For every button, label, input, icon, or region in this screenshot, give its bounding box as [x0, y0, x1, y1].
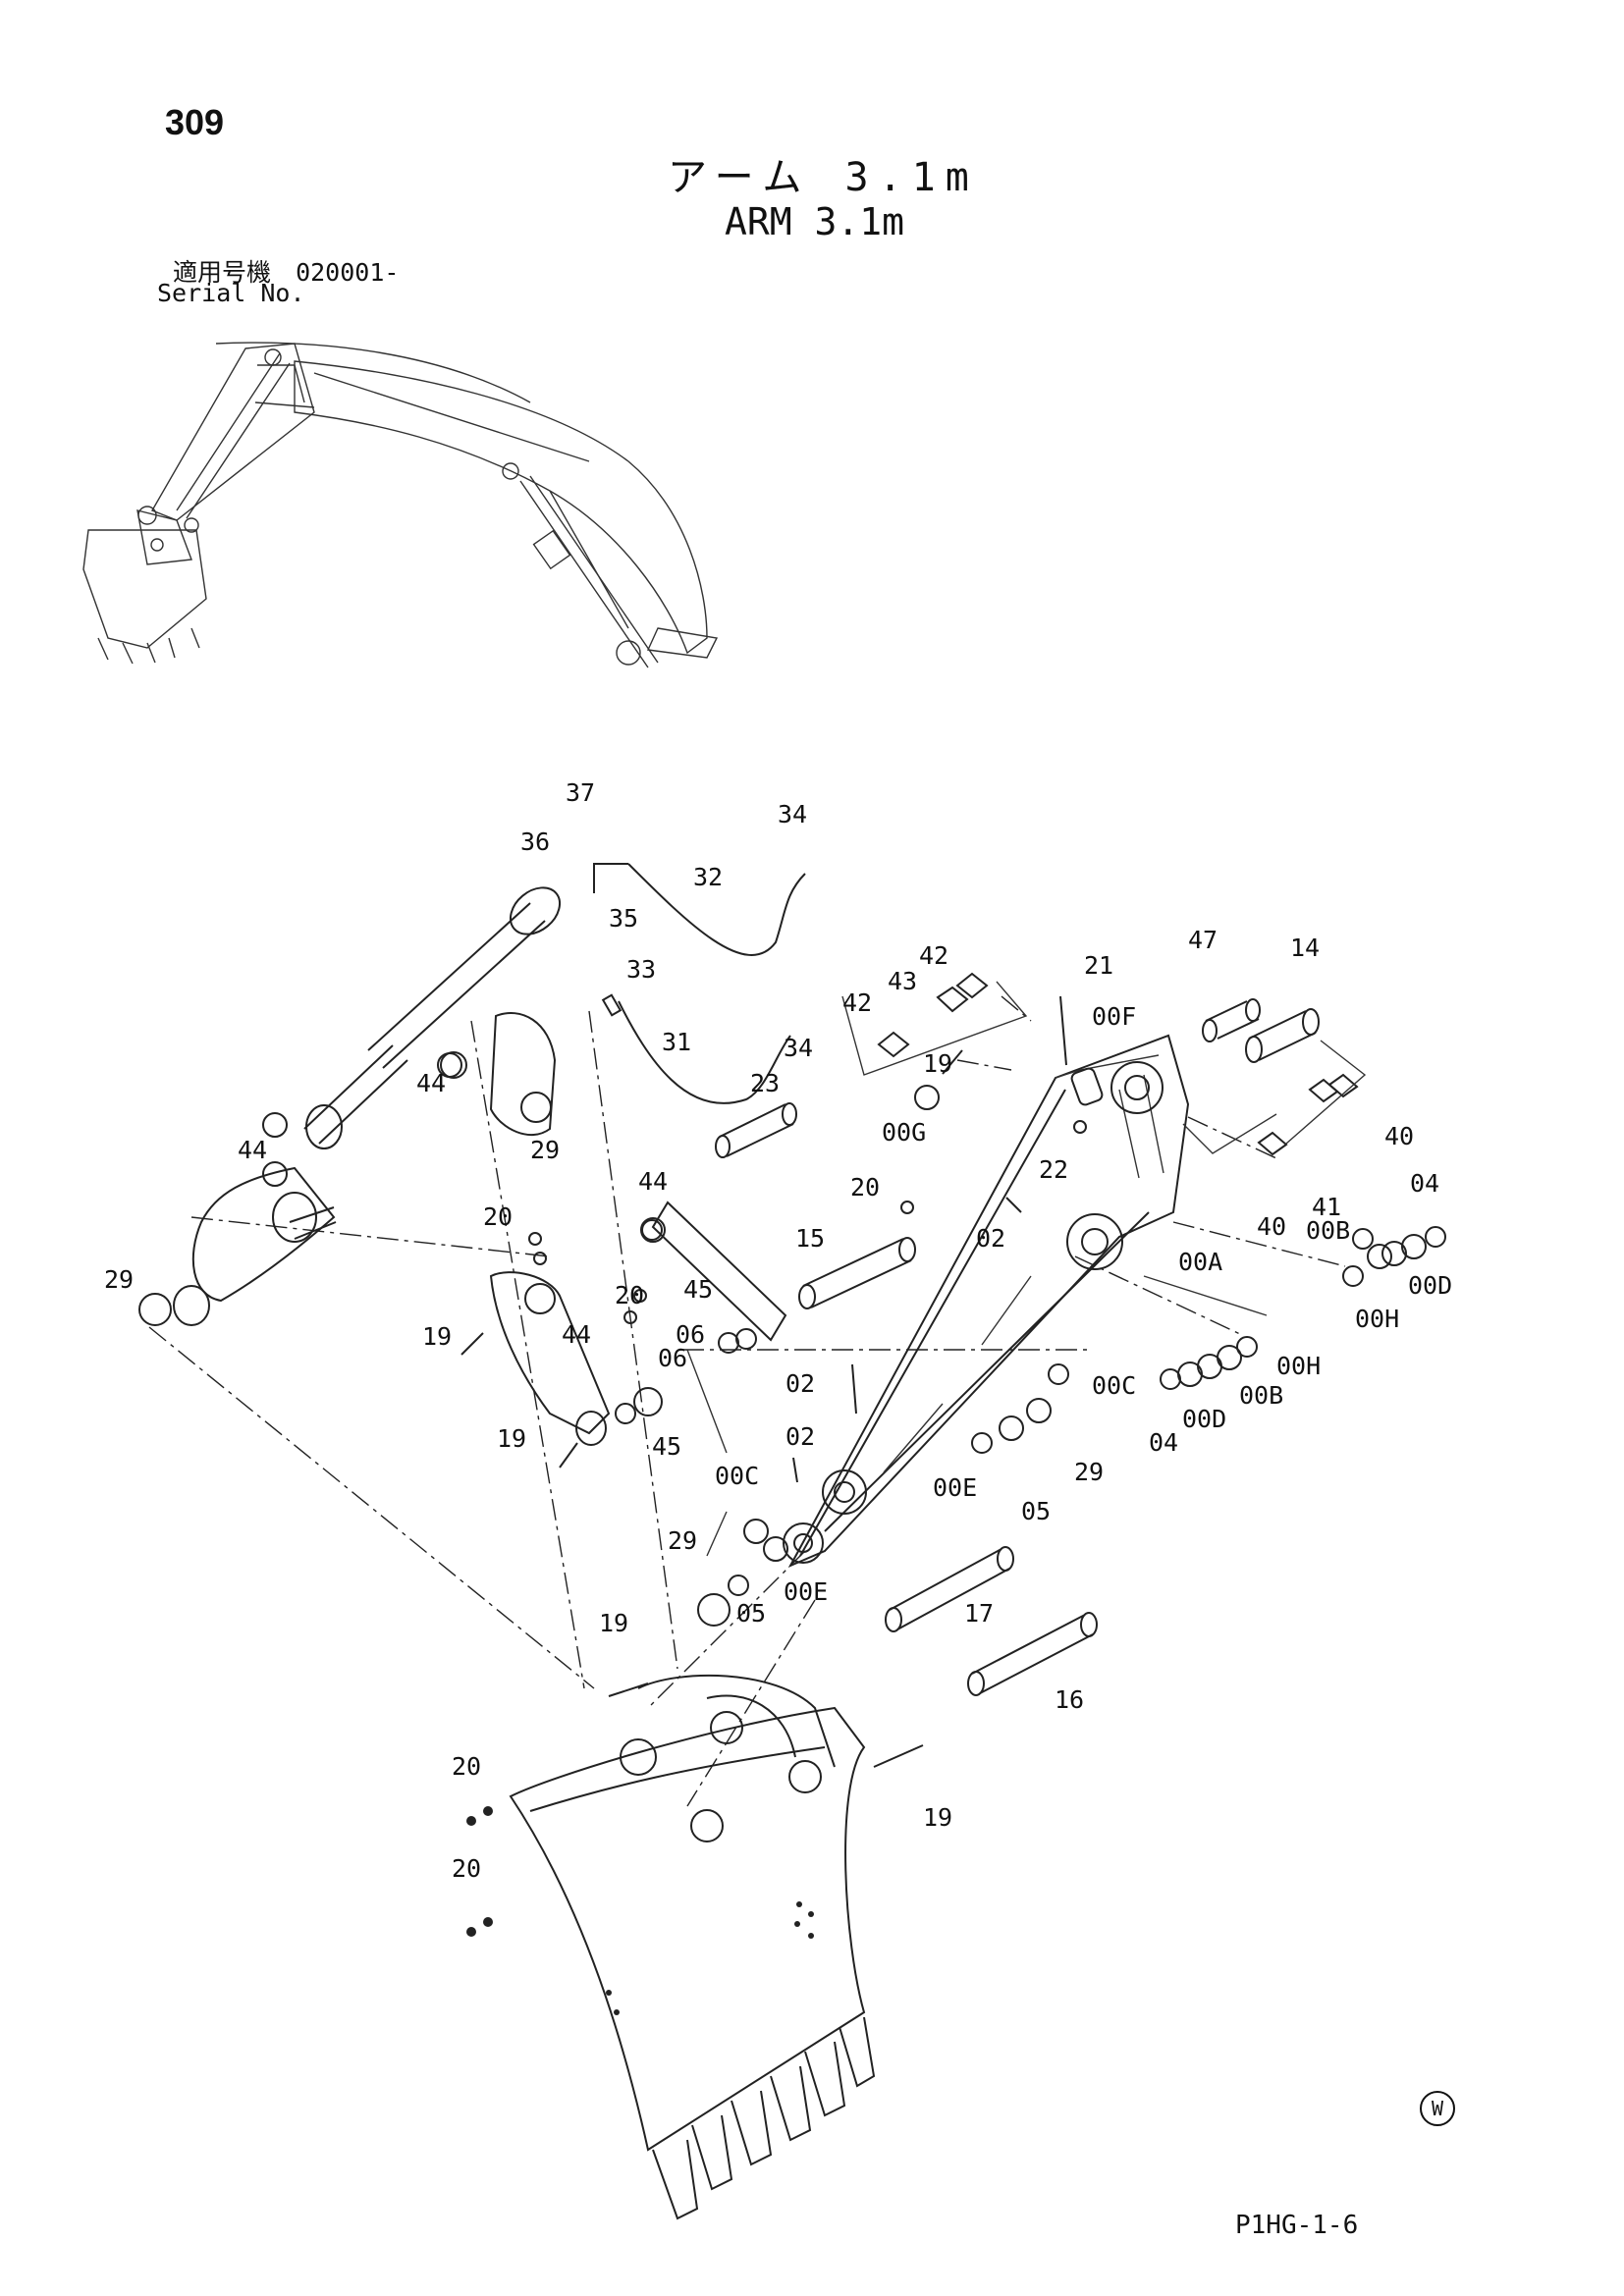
part-callout: 20	[615, 1281, 644, 1309]
part-callout: 29	[1074, 1458, 1104, 1486]
part-callout: 32	[693, 863, 723, 891]
title-english: ARM 3.1m	[725, 200, 905, 243]
part-callout: 00G	[882, 1118, 926, 1147]
part-callout: 05	[1021, 1497, 1051, 1525]
drawing-code: P1HG-1-6	[1235, 2211, 1359, 2240]
part-callout: 06	[658, 1344, 687, 1372]
part-callout: 00H	[1355, 1305, 1399, 1333]
title-japanese: アーム 3.1m	[668, 155, 979, 200]
part-callout: 00C	[715, 1462, 759, 1490]
part-callout: 20	[452, 1854, 481, 1883]
part-callout: 19	[923, 1049, 952, 1078]
watermark-circle: W	[1420, 2091, 1455, 2126]
part-callout: 41	[1312, 1193, 1341, 1221]
part-callout: 00B	[1306, 1216, 1350, 1245]
overview-machine-drawing	[82, 342, 719, 668]
part-callout: 00A	[1178, 1248, 1222, 1276]
part-callout: 42	[842, 988, 872, 1017]
part-callout: 19	[422, 1322, 452, 1351]
part-callout: 43	[888, 967, 917, 995]
part-callout: 44	[416, 1069, 446, 1097]
part-callout: 34	[778, 800, 807, 828]
part-callout: 00D	[1182, 1405, 1226, 1433]
part-callout: 44	[238, 1136, 267, 1164]
part-callout: 17	[964, 1599, 994, 1628]
part-callout: 29	[668, 1526, 697, 1555]
part-callout: 20	[452, 1752, 481, 1781]
serial-label-en: Serial No.	[157, 279, 305, 307]
part-callout: 19	[599, 1609, 628, 1637]
part-callout: 00E	[933, 1473, 977, 1502]
part-callout: 34	[784, 1034, 813, 1062]
part-callout: 00D	[1408, 1271, 1452, 1300]
part-callout: 40	[1257, 1212, 1286, 1241]
part-callout: 45	[652, 1432, 681, 1461]
part-callout: 15	[795, 1224, 825, 1253]
part-callout: 00B	[1239, 1381, 1283, 1410]
part-callout: 20	[850, 1173, 880, 1201]
part-callout: 04	[1410, 1169, 1439, 1198]
part-callout: 19	[923, 1803, 952, 1832]
part-callout: 29	[530, 1136, 560, 1164]
part-callout: 06	[676, 1320, 705, 1349]
part-callout: 44	[562, 1320, 591, 1349]
part-callout: 16	[1055, 1685, 1084, 1714]
part-callout: 14	[1290, 934, 1320, 962]
part-callout: 40	[1384, 1122, 1414, 1150]
part-callout: 05	[736, 1599, 766, 1628]
part-callout: 29	[104, 1265, 134, 1294]
part-callout: 02	[976, 1224, 1005, 1253]
part-callout: 37	[566, 778, 595, 807]
part-callout: 42	[919, 941, 948, 970]
part-callout: 19	[497, 1424, 526, 1453]
part-callout: 02	[785, 1422, 815, 1451]
part-callout: 21	[1084, 951, 1113, 980]
part-callout: 00H	[1276, 1352, 1321, 1380]
page-number: 309	[165, 102, 225, 142]
part-callout: 04	[1149, 1428, 1178, 1457]
part-callout: 00E	[784, 1577, 828, 1606]
part-callout: 44	[638, 1167, 668, 1196]
serial-applicable-models: 適用号機 020001-	[173, 253, 399, 289]
part-callout: 23	[750, 1069, 780, 1097]
part-callout: 47	[1188, 926, 1218, 954]
serial-label-jp: 適用号機	[173, 258, 272, 287]
part-callout: 33	[626, 955, 656, 984]
part-callout: 00C	[1092, 1371, 1136, 1400]
part-callout: 45	[683, 1275, 713, 1304]
part-callouts: 37 36 34 32 35 33 31 34 42 43 42 21 47 1…	[104, 778, 1452, 1883]
part-callout: 35	[609, 904, 638, 933]
arm-exploded-drawing	[138, 863, 1446, 2220]
part-callout: 00F	[1092, 1002, 1136, 1031]
part-callout: 02	[785, 1369, 815, 1398]
serial-range: 020001-	[296, 258, 400, 287]
part-callout: 36	[520, 828, 550, 856]
part-callout: 31	[662, 1028, 691, 1056]
part-callout: 20	[483, 1202, 513, 1231]
part-callout: 22	[1039, 1155, 1068, 1184]
